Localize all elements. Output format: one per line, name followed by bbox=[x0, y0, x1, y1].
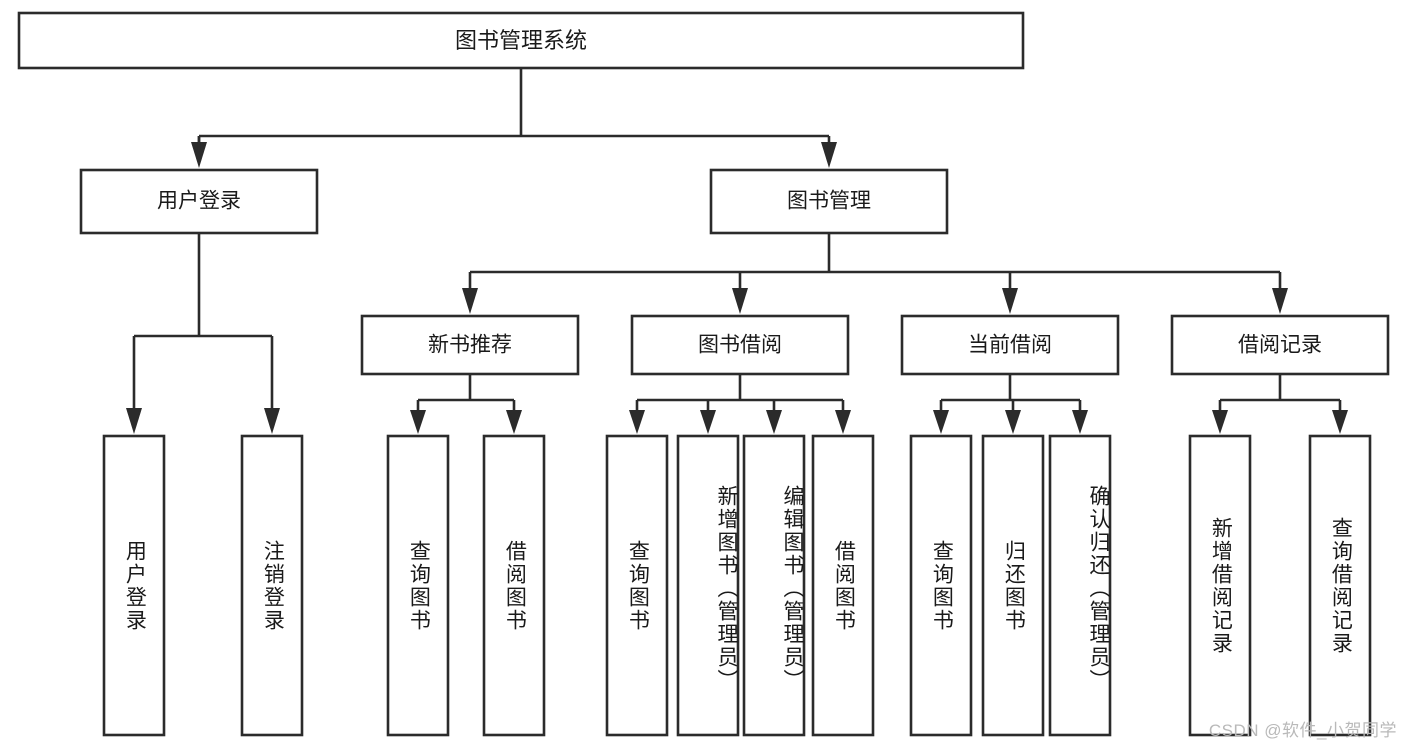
node-leaf-box-add-book[interactable] bbox=[676, 434, 740, 737]
arrow-head-ul-2 bbox=[264, 408, 280, 434]
arrow-head-bm-3 bbox=[1002, 288, 1018, 314]
arrow-head-bm-2 bbox=[732, 288, 748, 314]
node-borrow-records-box[interactable] bbox=[1170, 314, 1390, 376]
node-book-management-label: 图书管理 bbox=[787, 190, 871, 213]
node-leaf-box-confirm-return[interactable] bbox=[1048, 434, 1112, 737]
csdn-watermark: CSDN @软件_小贺同学 bbox=[1208, 721, 1397, 740]
connector-group-book-mgmt bbox=[462, 233, 1288, 314]
node-book-borrow-label: 图书借阅 bbox=[698, 334, 782, 357]
arrow-head-nb-2 bbox=[506, 410, 522, 434]
node-leaf-box-user-login[interactable] bbox=[102, 434, 166, 737]
arrow-head-bo-3 bbox=[766, 410, 782, 434]
node-current-borrow-box[interactable] bbox=[900, 314, 1120, 376]
node-current-borrow-label: 当前借阅 bbox=[968, 334, 1052, 357]
arrow-head-root-to-book-mgmt bbox=[821, 142, 837, 168]
arrow-head-bm-1 bbox=[462, 288, 478, 314]
connector-group-borrow bbox=[629, 374, 851, 434]
node-book-borrow[interactable]: 图书借阅 bbox=[630, 314, 850, 376]
node-leaf-box-add-record[interactable] bbox=[1188, 434, 1252, 737]
node-new-book-recommend-box[interactable] bbox=[360, 314, 580, 376]
node-leaf-box-borrow-book-1[interactable] bbox=[482, 434, 546, 737]
connector-group-new-book bbox=[410, 374, 522, 434]
node-root-box[interactable] bbox=[17, 11, 1025, 70]
node-borrow-records-label: 借阅记录 bbox=[1238, 334, 1322, 357]
node-book-borrow-box[interactable] bbox=[630, 314, 850, 376]
connector-group-records bbox=[1212, 374, 1348, 434]
arrow-head-bo-2 bbox=[700, 410, 716, 434]
node-leaf-box-edit-book[interactable] bbox=[742, 434, 806, 737]
connector-group-user-login bbox=[126, 233, 280, 434]
node-leaf-box-query-record[interactable] bbox=[1308, 434, 1372, 737]
node-new-book-recommend-label: 新书推荐 bbox=[428, 334, 512, 357]
node-leaf-box-query-book-3[interactable] bbox=[909, 434, 973, 737]
node-root-label: 图书管理系统 bbox=[455, 28, 587, 53]
arrow-head-cb-3 bbox=[1072, 410, 1088, 434]
node-leaf-box-borrow-book-2[interactable] bbox=[811, 434, 875, 737]
node-book-management[interactable]: 图书管理 bbox=[709, 168, 949, 235]
arrow-head-cb-1 bbox=[933, 410, 949, 434]
node-leaf-box-query-book-1[interactable] bbox=[386, 434, 450, 737]
arrow-head-rc-1 bbox=[1212, 410, 1228, 434]
arrow-head-root-to-user-login bbox=[191, 142, 207, 168]
node-user-login[interactable]: 用户登录 bbox=[79, 168, 319, 235]
node-user-login-box[interactable] bbox=[79, 168, 319, 235]
node-leaf-box-logout[interactable] bbox=[240, 434, 304, 737]
connector-group-root bbox=[191, 68, 837, 168]
arrow-head-nb-1 bbox=[410, 410, 426, 434]
node-book-management-box[interactable] bbox=[709, 168, 949, 235]
arrow-head-bm-4 bbox=[1272, 288, 1288, 314]
node-current-borrow[interactable]: 当前借阅 bbox=[900, 314, 1120, 376]
node-borrow-records[interactable]: 借阅记录 bbox=[1170, 314, 1390, 376]
node-user-login-label: 用户登录 bbox=[157, 190, 241, 213]
arrow-head-bo-1 bbox=[629, 410, 645, 434]
arrow-head-bo-4 bbox=[835, 410, 851, 434]
node-new-book-recommend[interactable]: 新书推荐 bbox=[360, 314, 580, 376]
node-leaf-box-return-book[interactable] bbox=[981, 434, 1045, 737]
arrow-head-ul-1 bbox=[126, 408, 142, 434]
node-root[interactable]: 图书管理系统 bbox=[17, 11, 1025, 70]
connector-group-current-borrow bbox=[933, 374, 1088, 434]
arrow-head-rc-2 bbox=[1332, 410, 1348, 434]
node-leaf-box-query-book-2[interactable] bbox=[605, 434, 669, 737]
arrow-head-cb-2 bbox=[1005, 410, 1021, 434]
